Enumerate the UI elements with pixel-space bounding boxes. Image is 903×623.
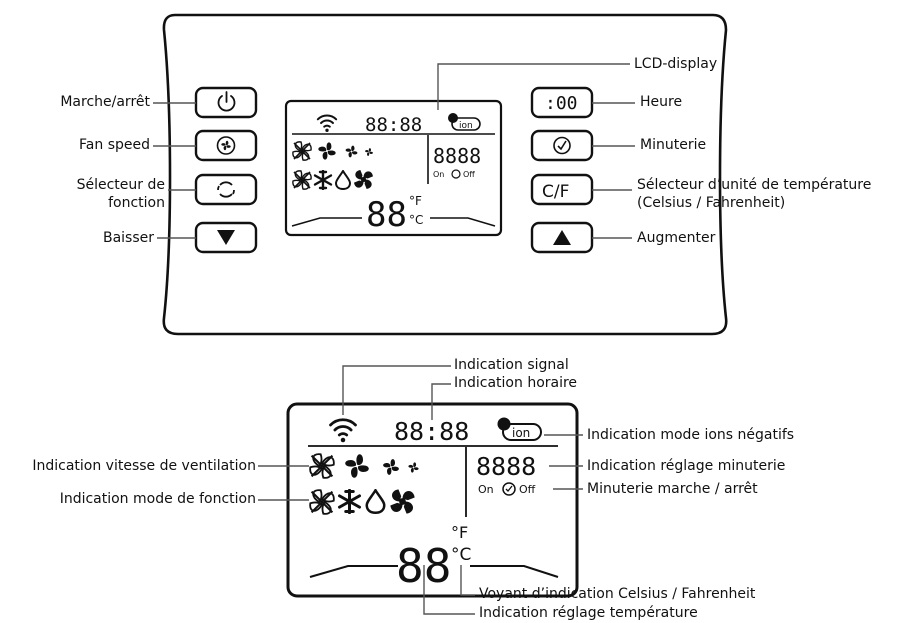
lcd-f-text: °F <box>409 194 422 208</box>
fan-off-icon-large <box>309 453 335 479</box>
clock-button[interactable]: :00 <box>530 86 594 119</box>
label-function-mode: Indication mode de fonction <box>59 491 256 507</box>
label-temperature-setting: Indication réglage température <box>479 605 698 621</box>
ion-dot-icon-large <box>497 417 511 431</box>
label-time: Indication horaire <box>454 375 578 391</box>
label-timer-on-off: Minuterie marche / arrêt <box>587 481 758 497</box>
label-power: Marche/arrêt <box>60 94 150 110</box>
lcd-display-detail: 88:88 ion 8888 On Off 88 °F °C <box>286 402 579 598</box>
clock-icon <box>553 136 571 155</box>
label-lower: Baisser <box>102 230 154 246</box>
label-timer-setting: Indication réglage minuterie <box>587 458 786 474</box>
ion-badge-large <box>502 423 542 441</box>
lcd-c-text: °C <box>409 213 423 227</box>
label-clock: Heure <box>640 94 683 110</box>
fan-speed-button[interactable] <box>194 129 258 162</box>
lcd-display-top: 88:88 ion 8888 On Off 88 °F °C <box>284 99 503 237</box>
lcd-detail-on-text: On <box>478 483 494 496</box>
lcd-detail-timer-digits: 8888 <box>476 452 536 481</box>
ion-dot-icon <box>448 113 458 123</box>
raise-button[interactable] <box>530 221 594 254</box>
label-unit-selector-2: (Celsius / Fahrenheit) <box>637 195 786 211</box>
top-leader-lines <box>153 63 635 239</box>
lcd-off-text: Off <box>463 170 475 179</box>
lcd-detail-f-text: °F <box>451 523 468 542</box>
lcd-detail-c-text: °C <box>451 545 471 565</box>
clock-small-icon <box>451 169 461 179</box>
label-celsius-fahrenheit: Voyant d’indication Celsius / Fahrenheit <box>479 586 756 602</box>
down-arrow-icon <box>217 230 235 245</box>
lcd-temp-digits: 88 <box>366 195 407 235</box>
cycle-icon <box>217 181 235 198</box>
lcd-detail-off-text: Off <box>519 483 536 496</box>
label-ion-mode: Indication mode ions négatifs <box>587 427 795 443</box>
clock-small-icon-large <box>502 482 516 496</box>
fan-off-icon <box>292 141 312 161</box>
label-signal: Indication signal <box>454 357 569 373</box>
ion-label: ion <box>459 121 473 131</box>
label-lcd-display: LCD-display <box>634 56 718 72</box>
power-icon <box>217 91 236 112</box>
function-selector-button[interactable] <box>194 173 258 206</box>
power-button[interactable] <box>194 86 258 119</box>
label-fan-speed-indication: Indication vitesse de ventilation <box>32 458 256 474</box>
temperature-unit-button[interactable]: C/F <box>530 173 594 206</box>
lower-button[interactable] <box>194 221 258 254</box>
label-unit-selector-1: Sélecteur d’unité de température <box>637 177 872 193</box>
timer-button[interactable] <box>530 129 594 162</box>
label-function-selector-1: Sélecteur de <box>76 177 165 193</box>
lcd-timer-digits: 8888 <box>433 144 481 168</box>
bottom-leader-lines <box>258 365 583 615</box>
label-raise: Augmenter <box>637 230 716 246</box>
fan-auto-icon <box>292 170 312 190</box>
label-timer: Minuterie <box>640 137 707 153</box>
ion-badge <box>451 117 481 131</box>
lcd-on-text: On <box>433 170 444 179</box>
lcd-detail-time-digits: 88:88 <box>394 417 469 446</box>
ion-label-large: ion <box>512 426 530 440</box>
unit-button-label: C/F <box>542 182 569 202</box>
lcd-time-digits: 88:88 <box>365 114 422 136</box>
fan-auto-icon-large <box>309 489 335 515</box>
up-arrow-icon <box>553 230 571 245</box>
clock-button-label: :00 <box>545 93 578 114</box>
label-fan-speed: Fan speed <box>79 137 150 153</box>
label-function-selector-2: fonction <box>108 195 165 211</box>
